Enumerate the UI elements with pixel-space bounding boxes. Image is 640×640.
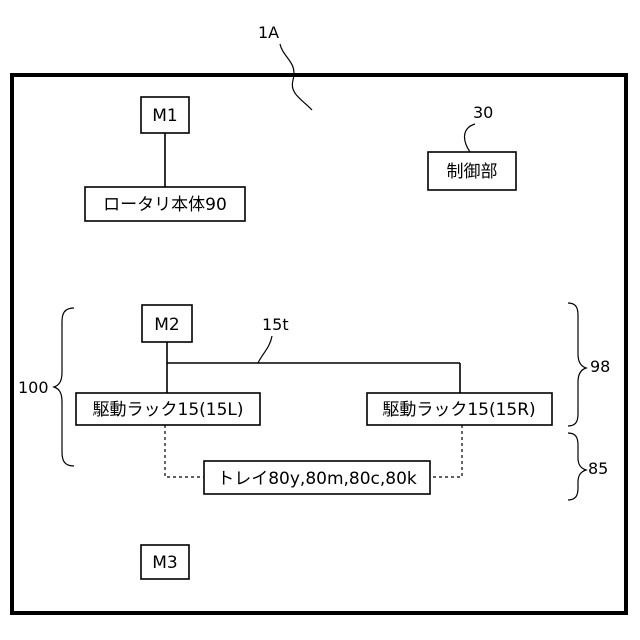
brace-right-98 xyxy=(568,303,586,426)
label-85: 85 xyxy=(588,459,608,478)
brace-right-85 xyxy=(568,433,586,500)
drive-rack-left-label: 駆動ラック15(15L) xyxy=(93,400,244,420)
drive-rack-right-label: 駆動ラック15(15R) xyxy=(382,400,535,420)
motor-m2-label: M2 xyxy=(154,315,179,335)
label-15t: 15t xyxy=(262,315,289,334)
label-100: 100 xyxy=(18,378,49,397)
leader-30 xyxy=(465,124,475,152)
dashed-link-left xyxy=(165,425,204,477)
rotary-body-label: ロータリ本体90 xyxy=(103,195,227,215)
label-1a: 1A xyxy=(258,23,279,42)
brace-left-100 xyxy=(54,308,74,466)
motor-m1-label: M1 xyxy=(152,106,177,126)
tray-label: トレイ80y,80m,80c,80k xyxy=(217,469,417,489)
controller-label: 制御部 xyxy=(447,162,498,182)
label-98: 98 xyxy=(590,357,610,376)
label-30: 30 xyxy=(473,103,493,122)
device-frame xyxy=(12,75,626,613)
dashed-link-right xyxy=(430,425,462,477)
leader-15t xyxy=(258,336,272,363)
motor-m3-label: M3 xyxy=(152,553,177,573)
